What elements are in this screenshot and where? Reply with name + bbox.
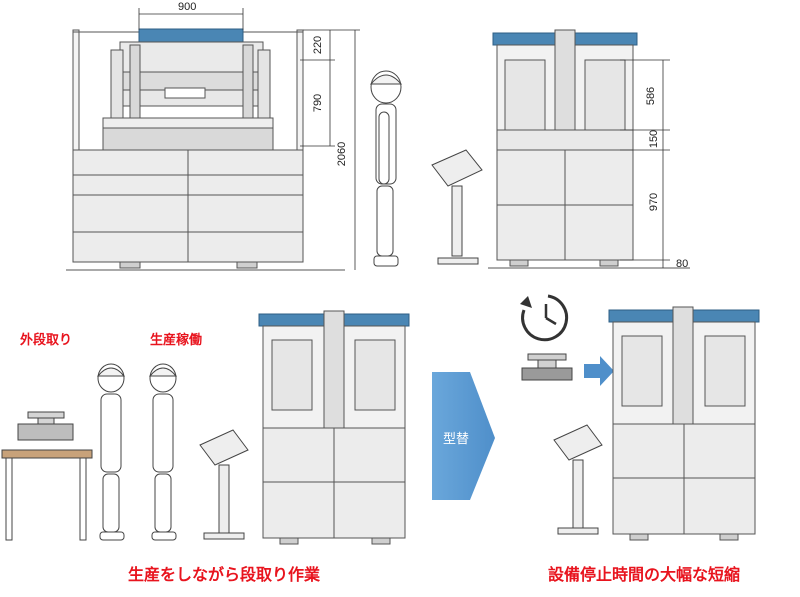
die-block-incoming (521, 353, 573, 381)
worker-figure-top (369, 70, 403, 267)
die-on-table (17, 423, 74, 441)
dim-height-150: 150 (648, 129, 661, 149)
label-die-change: 型替 (443, 432, 470, 447)
machine-front-view (66, 28, 345, 271)
machine-side-view-bottom-left (258, 310, 410, 545)
small-right-arrow-icon (584, 356, 614, 386)
dimension-lines-side (620, 59, 670, 268)
machine-side-view-top (488, 29, 690, 269)
control-panel-bottom-right (553, 424, 603, 535)
control-panel-top (431, 149, 483, 265)
dim-height-2060: 2060 (336, 141, 349, 167)
dim-height-80: 80 (676, 258, 689, 270)
dim-height-586: 586 (645, 86, 658, 106)
worker-figure-external-setup (96, 363, 126, 541)
label-external-setup: 外段取り (20, 333, 73, 348)
dimension-lines-front (138, 8, 360, 270)
clock-icon (520, 294, 569, 342)
right-arrow-icon (432, 372, 495, 500)
caption-setup-during-production: 生産をしながら段取り作業 (128, 565, 321, 584)
dim-height-220: 220 (312, 35, 325, 55)
dim-height-790: 790 (312, 93, 325, 113)
setup-table (1, 411, 93, 541)
control-panel-bottom-left (199, 429, 249, 540)
machine-side-view-bottom-right (608, 306, 760, 541)
dim-height-970: 970 (648, 192, 661, 212)
dim-width-900: 900 (178, 1, 197, 13)
worker-figure-production (148, 363, 178, 541)
machine-top-plate (138, 28, 244, 43)
label-production-running: 生産稼働 (150, 333, 203, 348)
caption-downtime-reduction: 設備停止時間の大幅な短縮 (548, 565, 741, 584)
